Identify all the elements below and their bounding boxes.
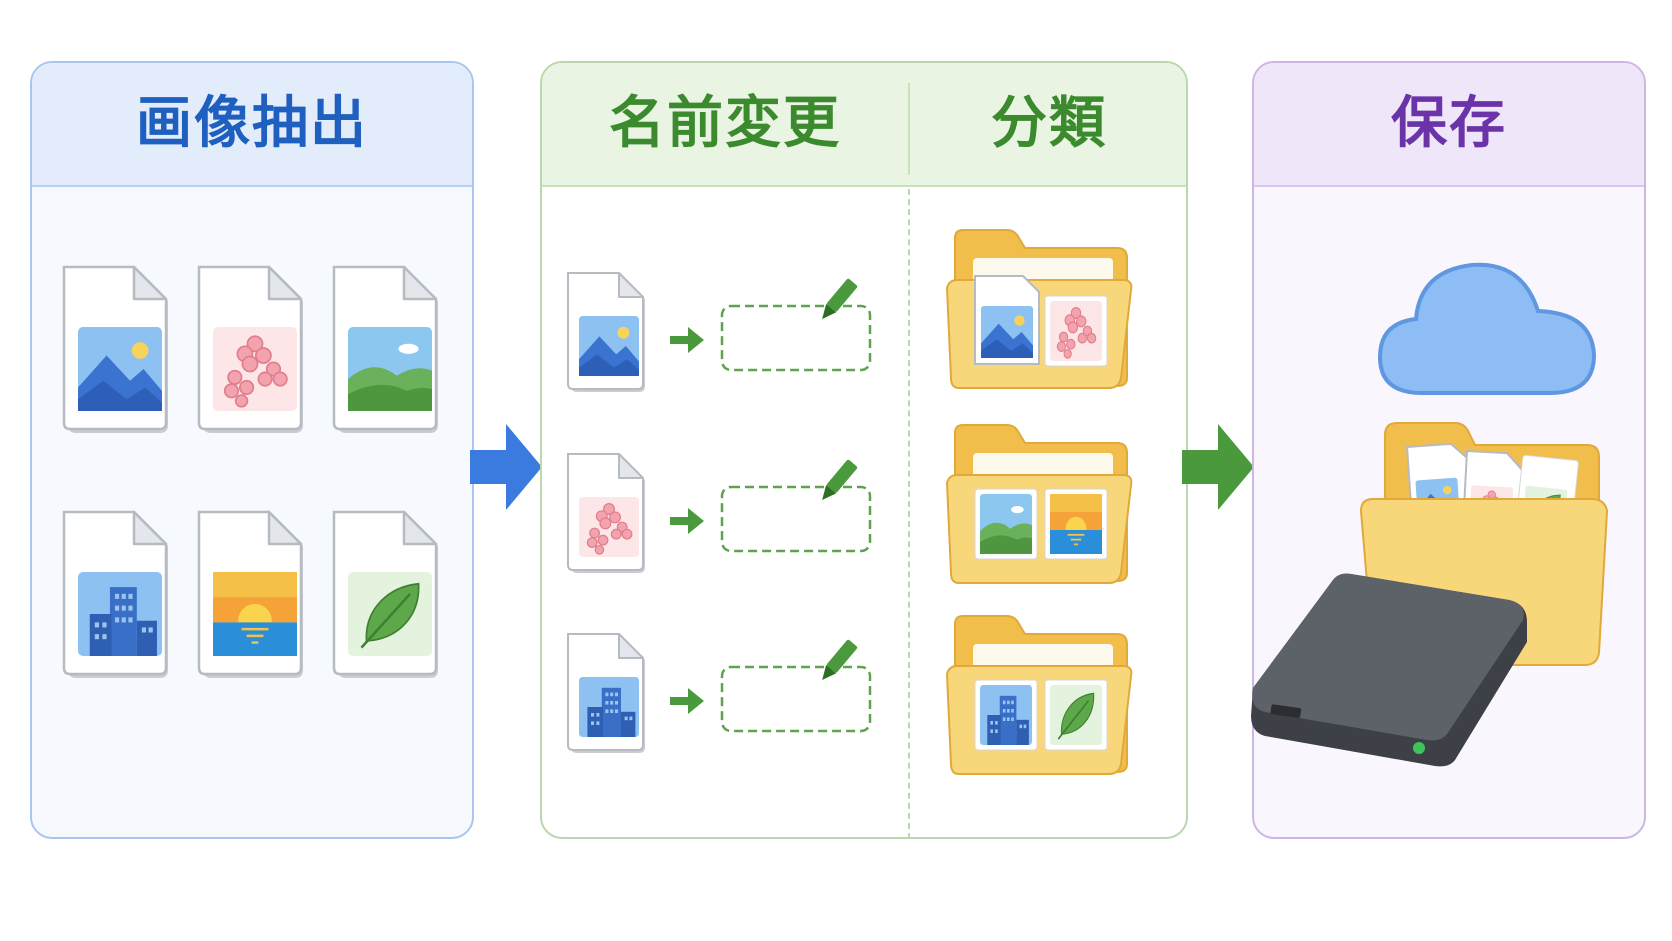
- image-file-city-icon: [62, 510, 174, 682]
- flow-arrow-green-icon: [1182, 424, 1254, 510]
- rename-field-edit-icon: [720, 637, 890, 737]
- save-title: 保存: [1391, 91, 1507, 156]
- flow-arrow-blue-icon: [470, 424, 542, 510]
- image-file-mountain-icon: [62, 265, 174, 437]
- image-file-hills-icon: [332, 265, 444, 437]
- arrow-right-icon: [670, 688, 706, 716]
- save-panel-header: 保存: [1254, 63, 1644, 187]
- extract-title: 画像抽出: [136, 91, 368, 156]
- column-divider: [908, 189, 910, 837]
- rename-source-city-icon: [567, 633, 649, 757]
- folder-mountain-blossom-icon: [945, 228, 1137, 394]
- process-panel-header: 名前変更 分類: [542, 63, 1186, 187]
- rename-field-edit-icon: [720, 457, 890, 557]
- classify-title: 分類: [991, 91, 1107, 156]
- extract-panel: 画像抽出: [30, 61, 474, 839]
- image-file-sunset-icon: [197, 510, 309, 682]
- arrow-right-icon: [670, 327, 706, 355]
- hard-drive-icon: [1245, 570, 1535, 770]
- header-divider: [908, 83, 910, 175]
- folder-city-leaf-icon: [945, 614, 1137, 780]
- cloud-icon: [1372, 255, 1602, 405]
- rename-source-blossom-icon: [567, 453, 649, 577]
- image-file-leaf-icon: [332, 510, 444, 682]
- rename-title: 名前変更: [609, 91, 841, 156]
- rename-field-edit-icon: [720, 276, 890, 376]
- folder-hills-sunset-icon: [945, 423, 1137, 589]
- extract-panel-header: 画像抽出: [32, 63, 472, 187]
- image-file-blossom-icon: [197, 265, 309, 437]
- arrow-right-icon: [670, 508, 706, 536]
- rename-source-mountain-icon: [567, 272, 649, 396]
